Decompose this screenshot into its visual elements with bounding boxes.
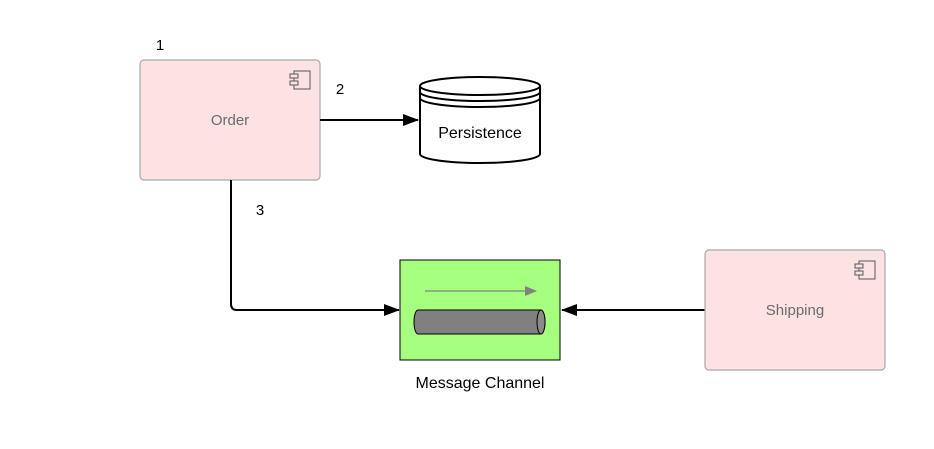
- component-icon: [854, 260, 876, 280]
- message-channel-label: Message Channel: [416, 375, 545, 392]
- shipping-component[interactable]: Shipping: [704, 249, 886, 371]
- shipping-label: Shipping: [766, 302, 824, 319]
- order-component[interactable]: Order: [139, 59, 321, 181]
- database-cylinder-icon: [419, 76, 541, 164]
- step-label-2: 2: [336, 81, 344, 98]
- order-label: Order: [211, 112, 249, 129]
- message-channel[interactable]: [399, 259, 561, 361]
- arrow-order-to-message-channel: [230, 180, 400, 316]
- step-label-1: 1: [156, 37, 164, 54]
- component-icon: [289, 70, 311, 90]
- pipe-icon: [413, 309, 546, 335]
- persistence-database[interactable]: Persistence: [419, 76, 541, 164]
- step-label-3: 3: [256, 202, 264, 219]
- persistence-label: Persistence: [438, 125, 522, 142]
- shipping-box: [704, 249, 886, 371]
